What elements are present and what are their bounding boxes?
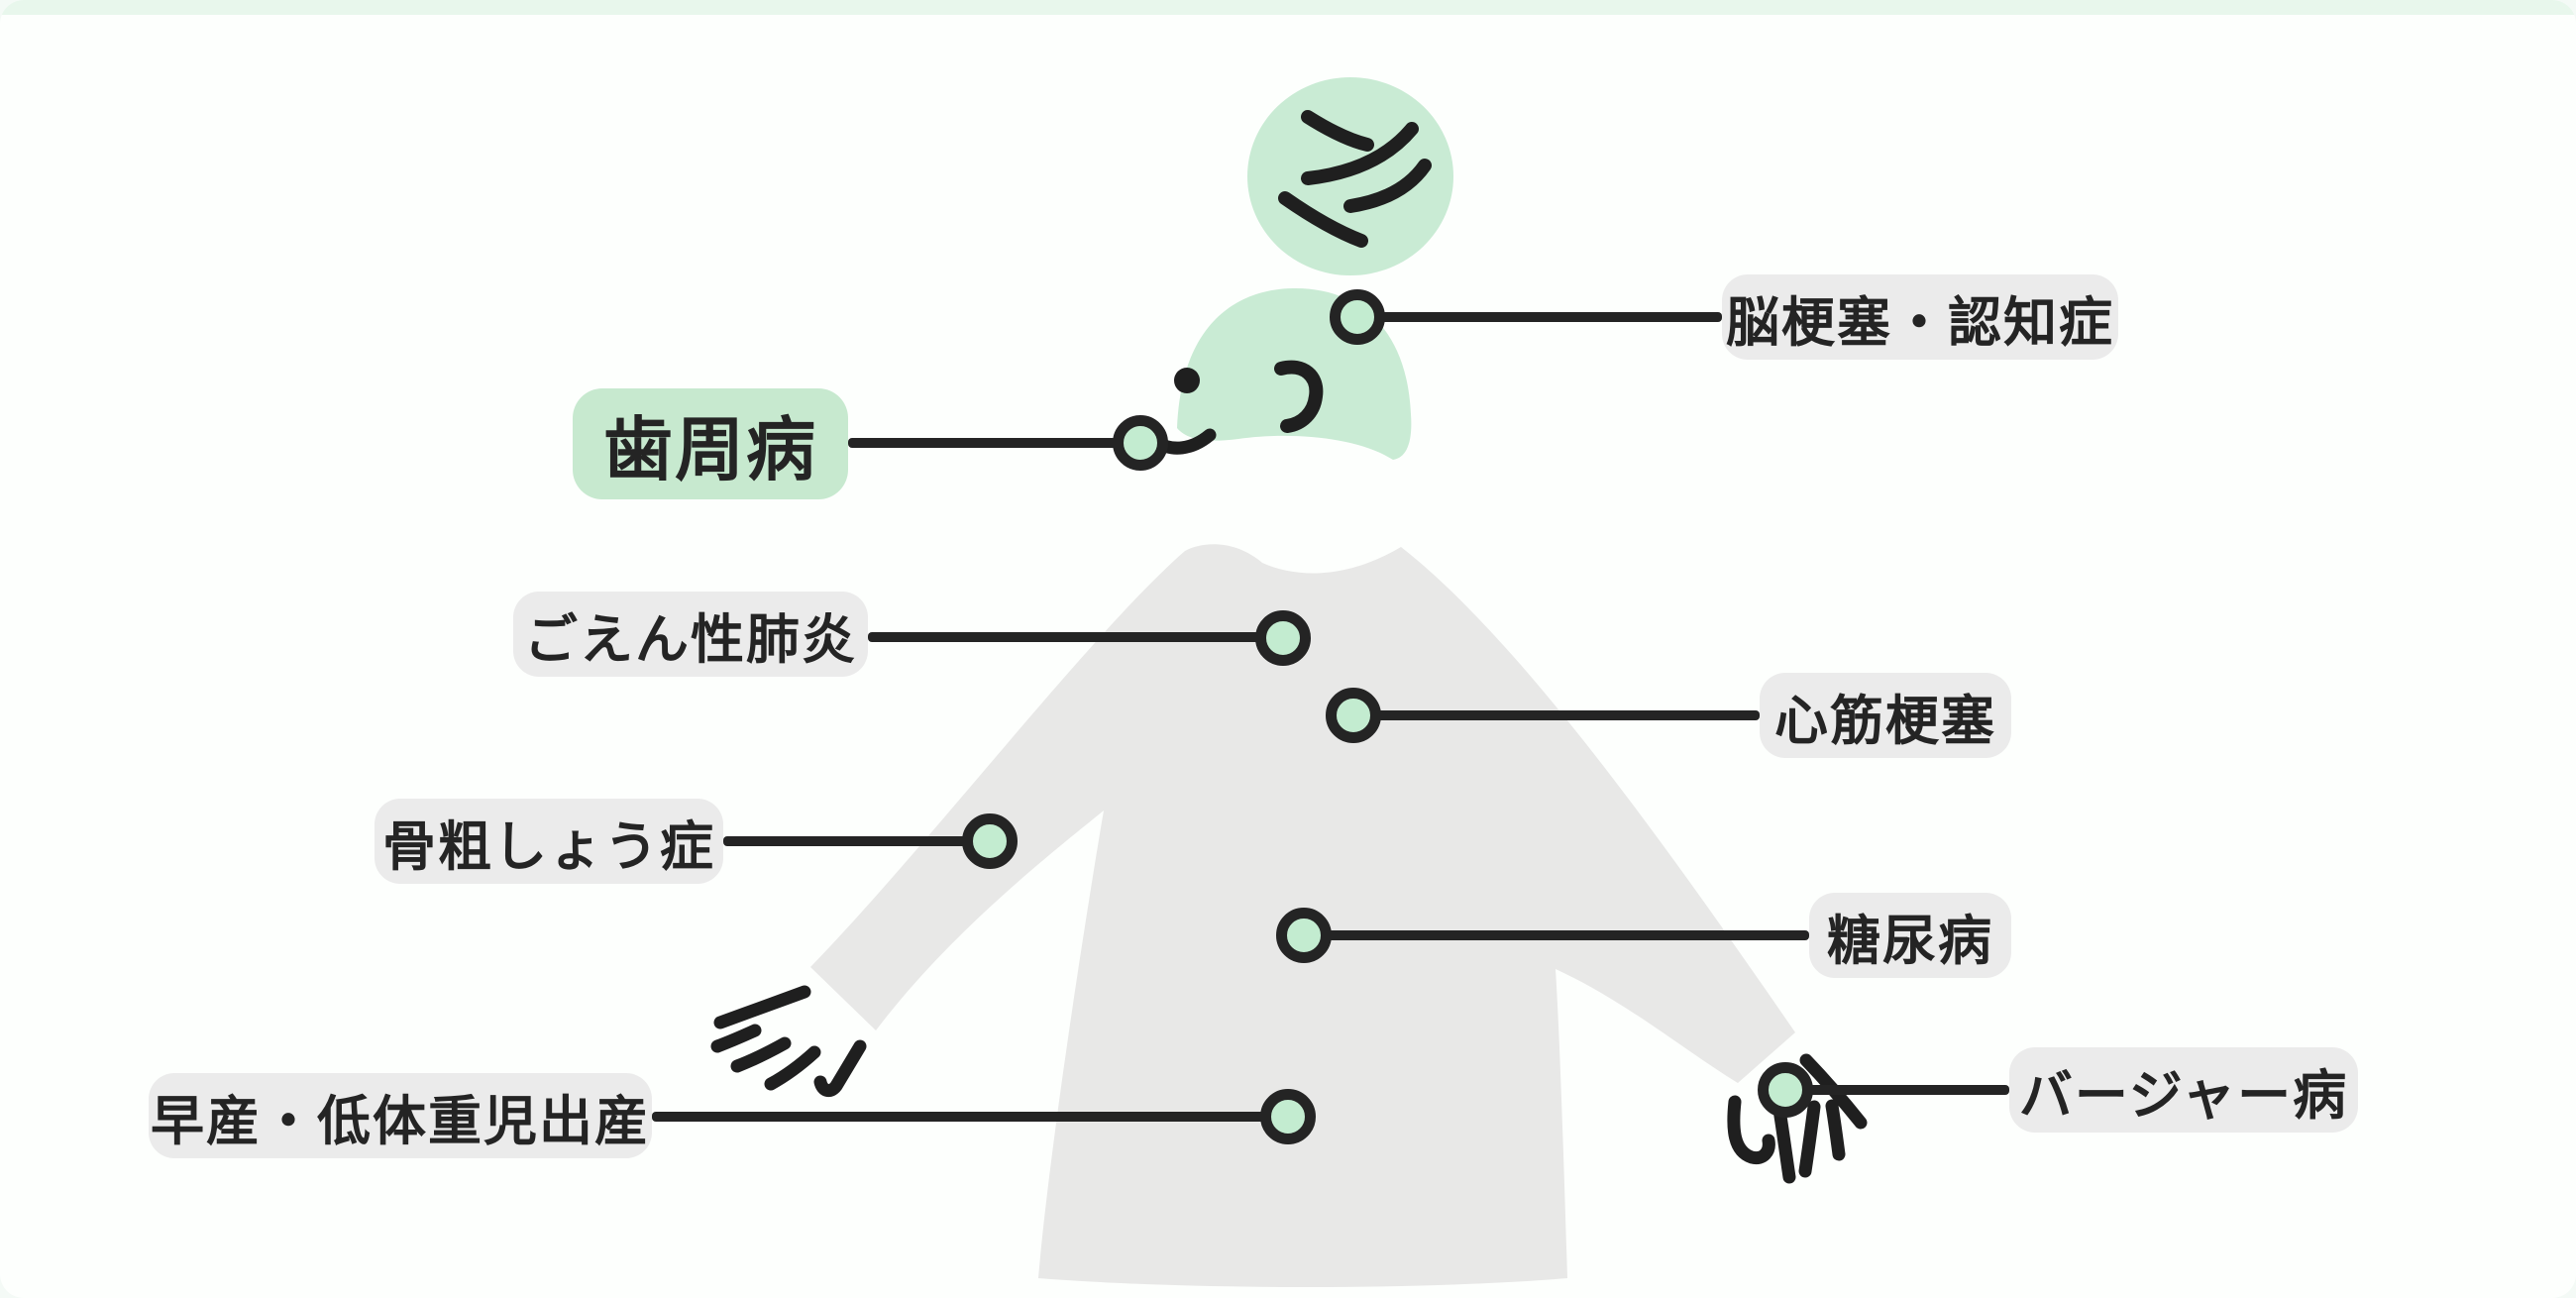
disease-label-aspiration-pneumonia: ごえん性肺炎 [513, 592, 868, 677]
disease-label-stroke-dementia: 脳梗塞・認知症 [1722, 274, 2118, 360]
connector-line-stroke-dementia [1357, 312, 1722, 322]
connector-dot-diabetes [1276, 908, 1332, 963]
connector-dot-premature-birth [1260, 1089, 1316, 1144]
connector-line-osteoporosis [723, 836, 990, 846]
connector-dot-osteoporosis [962, 813, 1018, 869]
disease-label-diabetes: 糖尿病 [1809, 893, 2011, 978]
disease-label-osteoporosis: 骨粗しょう症 [375, 799, 723, 884]
connector-line-periodontal-disease [848, 438, 1140, 448]
left-hand-fingers [710, 985, 867, 1098]
connector-dot-aspiration-pneumonia [1255, 610, 1311, 666]
connector-dot-buerger-disease [1758, 1062, 1813, 1118]
disease-label-premature-birth: 早産・低体重児出産 [149, 1073, 652, 1158]
connector-dot-periodontal-disease [1113, 415, 1168, 471]
connector-line-aspiration-pneumonia [868, 632, 1283, 642]
connector-dot-myocardial-infarction [1326, 688, 1381, 743]
connector-line-myocardial-infarction [1353, 710, 1760, 720]
connector-line-premature-birth [652, 1112, 1288, 1122]
ear [1274, 360, 1324, 433]
connector-line-diabetes [1304, 930, 1809, 940]
eye [1174, 368, 1200, 393]
disease-label-periodontal-disease: 歯周病 [573, 388, 848, 499]
connector-line-buerger-disease [1785, 1085, 2009, 1095]
connector-dot-stroke-dementia [1330, 289, 1385, 345]
hair-bun-strands [1278, 110, 1432, 248]
disease-label-buerger-disease: バージャー病 [2009, 1047, 2358, 1133]
disease-label-myocardial-infarction: 心筋梗塞 [1760, 673, 2011, 758]
